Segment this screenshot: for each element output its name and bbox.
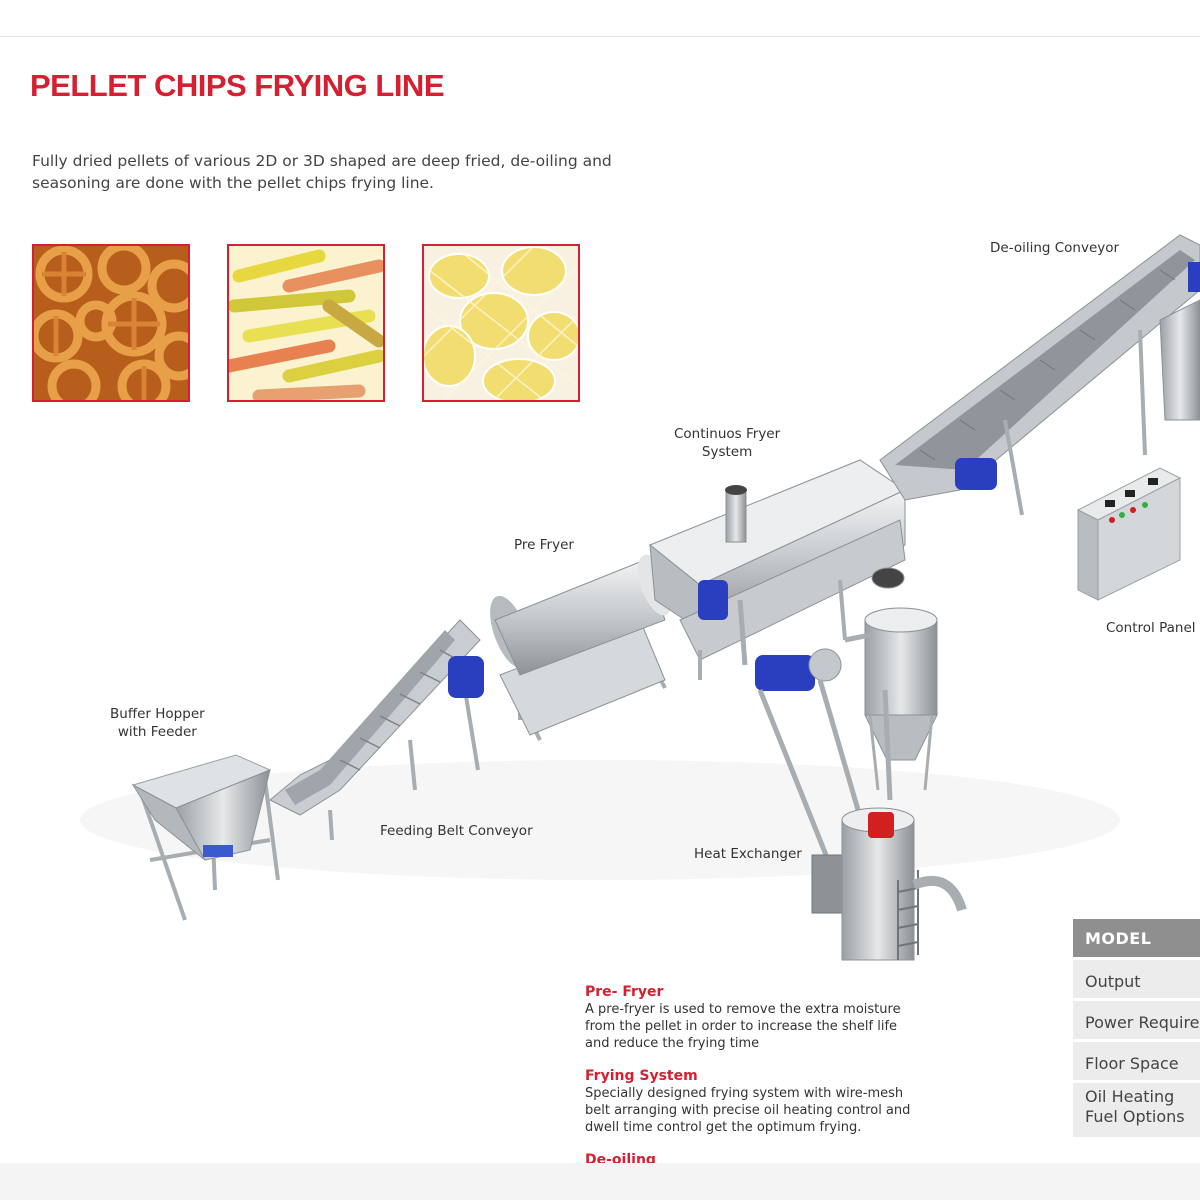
desc-text-pre-fryer: A pre-fryer is used to remove the extra … [585, 1002, 901, 1051]
spec-row-power: Power Required [1073, 998, 1200, 1039]
label-feeding-belt-conveyor: Feeding Belt Conveyor [380, 823, 533, 839]
frying-line-illustration [131, 234, 1200, 961]
label-deoiling-conveyor: De-oiling Conveyor [990, 240, 1120, 256]
desc-heading-frying-system: Frying System [585, 1068, 698, 1084]
spec-header-model: MODEL [1073, 919, 1200, 957]
mesh-chips-photo [422, 244, 580, 402]
label-buffer-hopper: Buffer Hopper with Feeder [110, 706, 205, 740]
continuous-fryer [649, 459, 907, 680]
label-control-panel: Control Panel [1106, 620, 1196, 636]
spec-row-floor-space: Floor Space [1073, 1039, 1200, 1080]
feeding-belt-conveyor [269, 619, 484, 841]
page-title: PELLET CHIPS FRYING LINE [30, 68, 445, 103]
label-pre-fryer: Pre Fryer [514, 537, 574, 553]
heat-exchanger [811, 807, 967, 961]
desc-text-frying-system: Specially designed frying system with wi… [585, 1086, 911, 1135]
intro-paragraph: Fully dried pellets of various 2D or 3D … [32, 152, 612, 192]
top-divider [0, 36, 1200, 37]
buffer-hopper [131, 754, 280, 921]
label-heat-exchanger: Heat Exchanger [694, 846, 802, 862]
spec-table: MODEL Output Power Required Floor Space … [1073, 919, 1200, 1137]
component-descriptions: Pre- Fryer A pre-fryer is used to remove… [585, 984, 915, 1169]
control-panel [1076, 467, 1182, 601]
deoiling-conveyor [879, 234, 1200, 516]
spec-row-oil-heating: Oil Heating Fuel Options [1073, 1080, 1200, 1137]
wheel-chips-photo [32, 244, 190, 402]
bottom-edge [0, 1163, 1200, 1200]
stick-chips-photo [227, 244, 385, 402]
label-continuous-fryer: Continuos Fryer System [674, 426, 781, 460]
desc-heading-pre-fryer: Pre- Fryer [585, 984, 664, 1000]
pre-fryer [490, 554, 673, 741]
oil-tank [864, 567, 938, 791]
spec-row-output: Output [1073, 957, 1200, 998]
